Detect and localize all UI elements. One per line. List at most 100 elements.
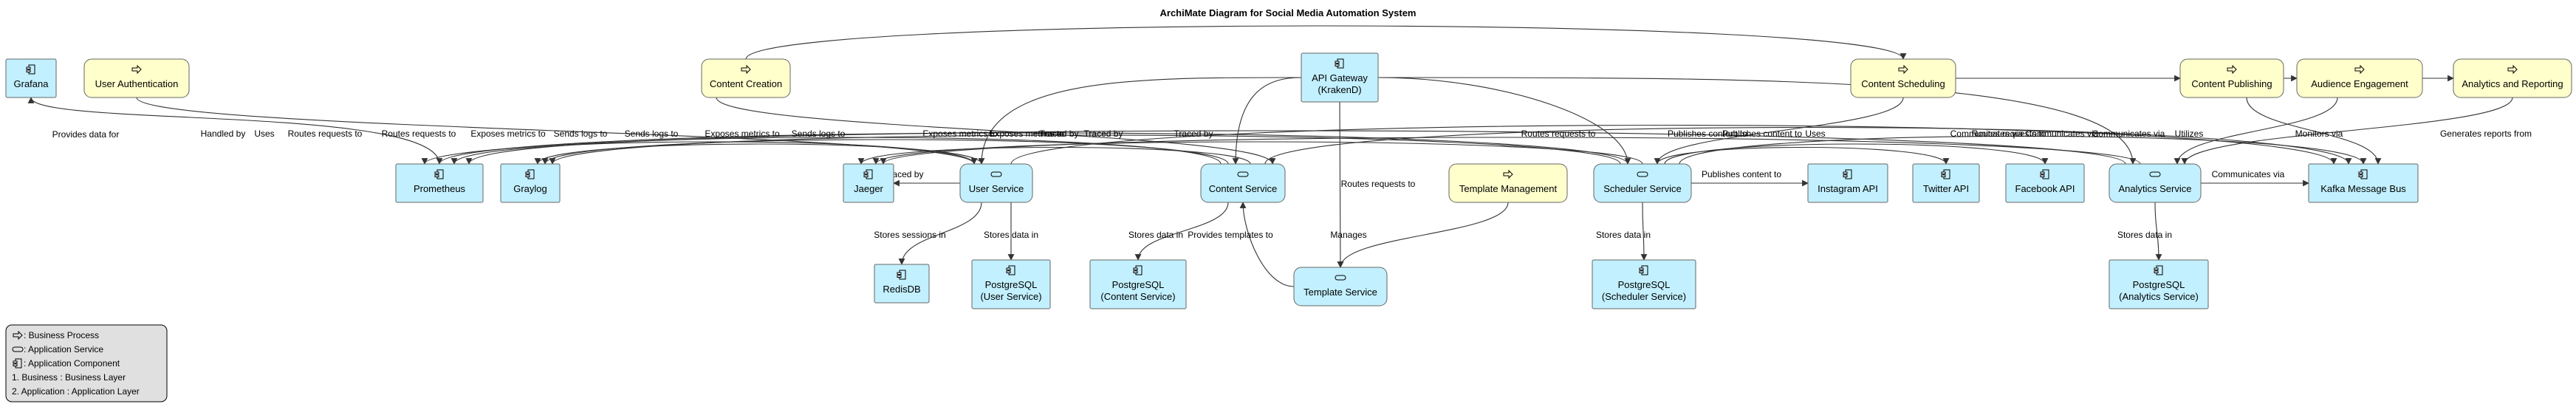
edge-label: Exposes metrics to [922,129,998,139]
application-service-icon [990,171,1002,177]
edges-layer [27,25,2513,287]
node-content-publishing[interactable]: Content Publishing [2179,58,2284,98]
edge-content-scheduling-to-scheduler-service [1654,97,1904,165]
node-content-service[interactable]: Content Service [1200,163,1286,203]
node-label: PostgreSQL [2133,279,2185,290]
application-component-icon [1639,265,1648,275]
node-label: Audience Engagement [2311,78,2408,89]
node-label: (KrakenD) [1318,84,1361,95]
edge-content-service-to-jaeger [857,146,1251,165]
business-process-icon [2227,64,2237,75]
edge-label: Stores data in [1128,230,1183,240]
node-box [959,163,1033,203]
application-component-icon [1006,265,1015,275]
node-twitter-api[interactable]: Twitter API [1912,163,1980,203]
node-pg-user[interactable]: PostgreSQL(User Service) [971,259,1051,309]
node-label: PostgreSQL [985,279,1038,290]
node-box [701,58,791,98]
node-box [500,163,561,203]
node-box [1807,163,1888,203]
node-kafka[interactable]: Kafka Message Bus [2308,163,2419,203]
legend-item: 2. Application : Application Layer [12,386,140,397]
business-process-icon [741,64,751,75]
node-label: PostgreSQL [1618,279,1671,290]
business-process-icon [2507,64,2518,75]
edge-label: Sends logs to [554,129,608,139]
edge-api-gateway-to-scheduler-service [1377,77,1631,165]
node-user-service[interactable]: User Service [959,163,1033,203]
edge-label: Stores data in [984,230,1038,240]
node-label: Analytics Service [2119,183,2192,194]
edge-label: Stores sessions in [874,230,945,240]
node-api-gateway[interactable]: API Gateway(KrakenD) [1301,52,1379,103]
node-label: Twitter API [1923,183,1969,194]
edge-label: Routes requests to [288,129,363,139]
diagram-title: ArchiMate Diagram for Social Media Autom… [1160,7,1417,18]
nodes-layer: Grafana User Authentication Content Creati… [5,52,2572,309]
node-template-service[interactable]: Template Service [1293,267,1388,306]
application-component-icon [1843,169,1852,179]
business-process-icon [131,64,142,75]
node-box [2453,58,2572,98]
node-prometheus[interactable]: Prometheus [395,163,484,203]
edge-label: Communicates via [2026,129,2099,139]
node-facebook-api[interactable]: Facebook API [2005,163,2085,203]
node-analytics-service[interactable]: Analytics Service [2109,163,2202,203]
application-component-icon [2358,169,2368,179]
node-graylog[interactable]: Graylog [500,163,561,203]
node-pg-scheduler[interactable]: PostgreSQL(Scheduler Service) [1592,259,1696,309]
node-grafana[interactable]: Grafana [5,58,57,98]
legend: : Business Process : Application Service… [5,324,168,402]
edge-label: Publishes content to [1702,169,1781,179]
edge-label: Monitors via [2295,129,2343,139]
edge-label: Sends logs to [625,129,679,139]
node-box [5,58,57,98]
business-process-icon [1898,64,1908,75]
edge-label: Traced by [1084,129,1123,139]
edge-label: Exposes metrics to [989,129,1064,139]
node-label: Analytics and Reporting [2462,78,2563,89]
business-process-icon [13,330,23,340]
node-box [1301,52,1379,103]
legend-item: : Business Process [24,330,99,340]
legend-item: : Application Service [24,344,103,354]
node-box [395,163,484,203]
node-template-management[interactable]: Template Management [1448,163,1568,203]
node-redis[interactable]: RedisDB [874,264,930,304]
node-pg-analytics[interactable]: PostgreSQL(Analytics Service) [2109,259,2209,309]
node-box [1200,163,1286,203]
node-pg-content[interactable]: PostgreSQL(Content Service) [1089,259,1187,309]
edge-label: Routes requests to [1341,179,1416,189]
edge-scheduler-service-to-kafka [1679,135,2367,165]
edge-content-creation-to-content-service [716,97,1276,165]
node-label: (Analytics Service) [2119,291,2199,302]
node-label: Instagram API [1818,183,1878,194]
edge-template-management-to-template-service [1337,202,1509,268]
node-scheduler-service[interactable]: Scheduler Service [1593,163,1692,203]
edge-label: Uses [254,129,274,139]
edge-api-gateway-to-analytics-service [1377,77,2137,165]
node-box [843,163,894,203]
node-box [1293,267,1388,306]
node-jaeger[interactable]: Jaeger [843,163,894,203]
node-label: Template Management [1459,183,1558,194]
edge-scheduler-service-to-facebook-api [1664,143,2049,165]
node-box [1850,58,1956,98]
edge-user-service-to-prometheus [451,141,975,165]
edge-label: Traced by [885,169,924,179]
application-component-icon [863,169,873,179]
node-content-creation[interactable]: Content Creation [701,58,791,98]
node-content-scheduling[interactable]: Content Scheduling [1850,58,1956,98]
node-analytics-reporting[interactable]: Analytics and Reporting [2453,58,2572,98]
node-label: Kafka Message Bus [2320,183,2406,194]
node-audience-engagement[interactable]: Audience Engagement [2296,58,2423,98]
node-box [874,264,930,304]
application-service-icon [1237,171,1249,177]
node-box [1912,163,1980,203]
edge-template-service-to-content-service [1239,202,1295,287]
node-label: User Service [969,183,1024,194]
node-user-auth[interactable]: User Authentication [83,58,190,98]
node-instagram-api[interactable]: Instagram API [1807,163,1888,203]
